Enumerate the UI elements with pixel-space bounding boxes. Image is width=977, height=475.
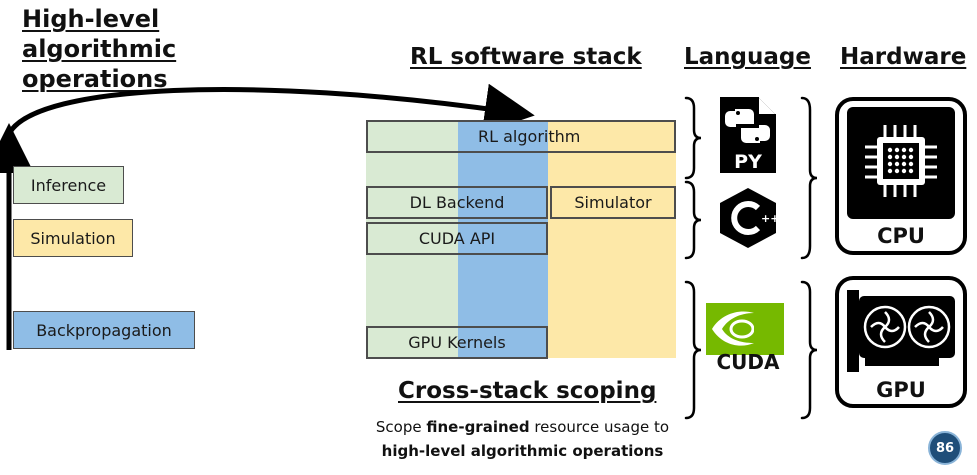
layer-gpu-kernels: GPU Kernels (366, 326, 548, 359)
gpu-label: GPU (876, 378, 926, 402)
hardware-title: Hardware (840, 44, 967, 70)
layer-cuda-api: CUDA API (366, 222, 548, 255)
cpu-chip-icon (835, 97, 967, 255)
cpp-logo-icon: ++ (720, 188, 779, 248)
python-file-icon (720, 97, 776, 173)
page-number: 86 (935, 440, 955, 456)
stack-title: RL software stack (410, 44, 642, 70)
page-number-badge: 86 (928, 431, 962, 465)
layer-dl-backend: DL Backend (366, 186, 548, 219)
cpu-label: CPU (877, 224, 925, 248)
column-blue (458, 120, 548, 358)
gpu-card-icon (835, 276, 967, 408)
op-inference: Inference (13, 166, 124, 204)
python-file-label: PY (734, 151, 762, 173)
nvidia-cuda-logo-icon (706, 303, 784, 355)
high-level-ops-title: High-level algorithmic operations (22, 5, 177, 93)
svg-text:++: ++ (761, 212, 779, 225)
cuda-label: CUDA (716, 350, 780, 374)
column-yellow (548, 120, 676, 358)
language-title: Language (684, 44, 811, 70)
op-backpropagation: Backpropagation (13, 311, 195, 349)
cross-stack-title: Cross-stack scoping (398, 378, 657, 404)
column-green (366, 120, 460, 358)
layer-simulator: Simulator (550, 186, 676, 219)
op-simulation: Simulation (13, 219, 133, 257)
scoping-description: Scope fine-grained resource usage to hig… (375, 418, 670, 460)
layer-rl-algorithm: RL algorithm (366, 120, 676, 153)
